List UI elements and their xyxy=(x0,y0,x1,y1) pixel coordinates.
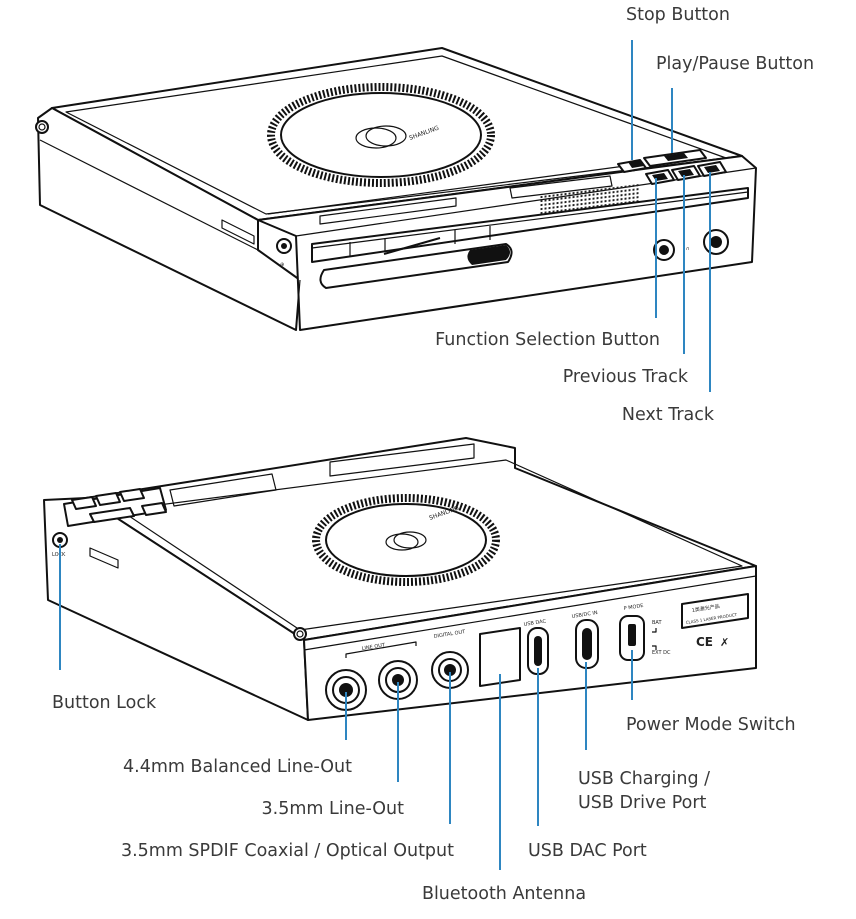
digital-out-text: DIGITAL OUT xyxy=(433,629,466,640)
callout-labels: Stop Button Play/Pause Button Function S… xyxy=(52,5,814,904)
p-mode-text: P MODE xyxy=(623,603,644,612)
bluetooth-antenna-label: Bluetooth Antenna xyxy=(422,884,586,904)
rear-disc-label: SHANLING xyxy=(312,494,500,586)
play-pause-button-label: Play/Pause Button xyxy=(656,54,814,74)
function-selection-button-label: Function Selection Button xyxy=(435,330,660,350)
front-disc-label: SHANLING xyxy=(267,83,495,187)
balanced-line-out-label: 4.4mm Balanced Line-Out xyxy=(123,757,352,777)
svg-text:⊕: ⊕ xyxy=(280,262,284,268)
usb-dac-port-label: USB DAC Port xyxy=(528,841,647,861)
callout-lines xyxy=(59,40,711,870)
weee-icon: ✗ xyxy=(720,636,729,649)
svg-text:∩: ∩ xyxy=(686,246,690,252)
previous-track-label: Previous Track xyxy=(563,367,689,387)
bluetooth-antenna-window xyxy=(479,627,521,687)
laser-product-text: 1类激光产品 xyxy=(691,603,720,614)
next-track-label: Next Track xyxy=(622,405,715,425)
ext-dc-text: EXT DC xyxy=(652,650,671,656)
front-left-side xyxy=(37,107,301,331)
line-out-text: LINE OUT xyxy=(361,642,386,652)
disc-slot xyxy=(319,243,513,289)
usb-charging-label-line1: USB Charging / xyxy=(578,769,710,789)
ce-mark-text: CE xyxy=(696,635,713,649)
rear-lid-inner xyxy=(119,459,743,631)
usb-dc-in-text: USB/DC IN xyxy=(571,610,598,620)
rear-view: LOCK SHANLING LINE OUT DIGITAL OUT USB D… xyxy=(43,437,757,721)
front-view: ∩ ⊕ SHANLING xyxy=(35,47,757,331)
usb-charging-label-line2: USB Drive Port xyxy=(578,793,707,813)
line-out-35-label: 3.5mm Line-Out xyxy=(262,799,405,819)
power-mode-switch-label: Power Mode Switch xyxy=(626,715,796,735)
stop-button-label: Stop Button xyxy=(626,5,730,25)
bat-text: BAT xyxy=(652,620,662,626)
front-buttons xyxy=(617,149,727,185)
usb-dac-text: USB DAC xyxy=(523,618,547,628)
spdif-label: 3.5mm SPDIF Coaxial / Optical Output xyxy=(121,841,454,861)
button-lock-label: Button Lock xyxy=(52,693,157,713)
